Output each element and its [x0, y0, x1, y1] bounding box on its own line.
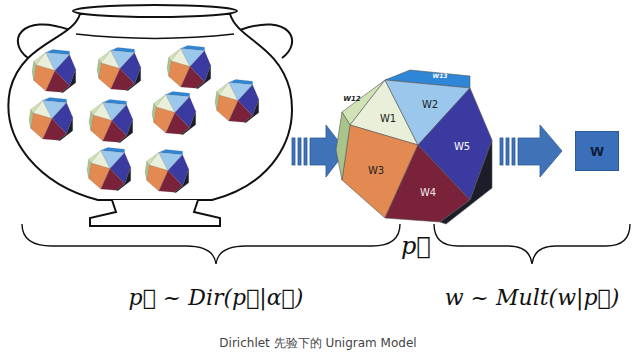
- urn: [8, 5, 292, 226]
- block-arrow: [500, 125, 562, 177]
- vector-symbol: p⃗: [401, 233, 431, 259]
- word-text: w: [590, 142, 603, 161]
- small-dice: [29, 46, 259, 193]
- face-label: W4: [420, 187, 436, 198]
- face-label: W12: [343, 96, 360, 104]
- face-label: W3: [368, 165, 384, 176]
- face-label: W2: [422, 99, 438, 110]
- face-label: W13: [433, 73, 448, 80]
- face-label: W1: [380, 113, 396, 124]
- big-die: [336, 70, 492, 224]
- brace: [22, 224, 400, 264]
- brace: [434, 224, 630, 264]
- formula: w ~ Mult(w|p⃗): [445, 286, 620, 310]
- caption: Dirichlet 先验下的 Unigram Model: [219, 337, 416, 350]
- face-label: W5: [454, 141, 470, 152]
- word-box: w: [575, 131, 619, 171]
- formula: p⃗ ~ Dir(p⃗|α⃗): [129, 286, 304, 310]
